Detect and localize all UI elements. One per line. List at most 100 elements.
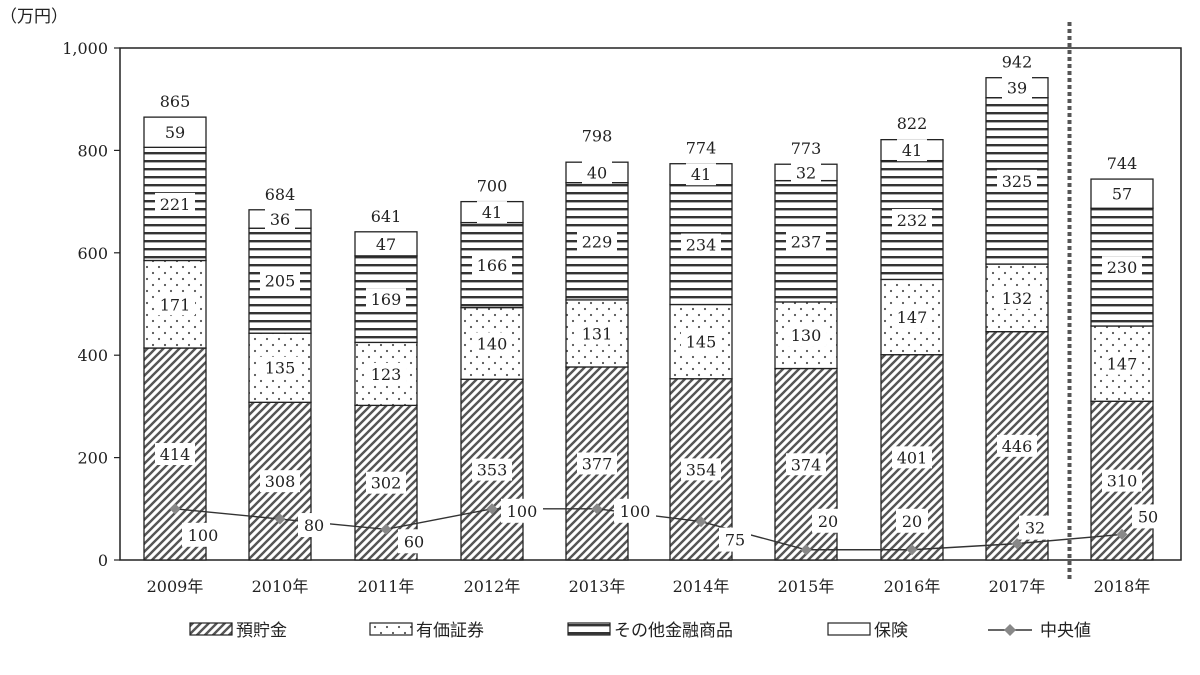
data-label: 145: [686, 333, 717, 352]
data-label: 32: [796, 163, 816, 182]
data-label: 169: [371, 290, 402, 309]
data-label-background: [1102, 352, 1142, 375]
data-label-background: [791, 161, 821, 184]
total-label: 865: [160, 92, 191, 111]
median-label: 80: [304, 516, 324, 535]
data-label-background: [155, 293, 195, 316]
data-label: 123: [371, 365, 402, 384]
median-label: 20: [902, 512, 922, 531]
data-label: 237: [791, 232, 822, 251]
x-tick-label: 2012年: [464, 577, 521, 596]
data-label: 130: [791, 326, 822, 345]
legend-label: 預貯金: [236, 621, 287, 641]
data-label: 401: [897, 448, 928, 467]
legend-label: 保険: [874, 621, 908, 641]
bars-group: 4141712215986530813520536684302123169476…: [143, 53, 1154, 561]
data-label-background: [1107, 182, 1137, 205]
median-label-background: [1132, 504, 1164, 529]
y-tick-label: 400: [77, 346, 108, 365]
data-label-background: [472, 254, 512, 277]
median-label: 32: [1025, 519, 1045, 538]
legend-label: 中央値: [1040, 621, 1091, 641]
data-label: 221: [160, 195, 191, 214]
median-label: 20: [818, 512, 838, 531]
median-point: [800, 544, 812, 556]
x-tick-label: 2011年: [358, 577, 415, 596]
median-label-background: [896, 508, 928, 533]
data-label-background: [892, 446, 932, 469]
data-label-background: [681, 233, 721, 256]
median-point: [380, 523, 392, 535]
x-tick-label: 2018年: [1094, 577, 1151, 596]
data-label-background: [997, 169, 1037, 192]
median-label-background: [298, 513, 330, 538]
data-label-background: [1102, 256, 1142, 279]
data-label: 310: [1107, 472, 1138, 491]
x-tick-label: 2016年: [884, 577, 941, 596]
data-label-background: [260, 470, 300, 493]
legend-swatch: [827, 622, 871, 636]
data-label: 40: [587, 163, 607, 182]
bar-segment: [354, 255, 418, 344]
data-label-background: [155, 443, 195, 466]
data-label-background: [892, 306, 932, 329]
median-point: [169, 503, 181, 515]
legend-swatch: [369, 622, 413, 636]
data-label-background: [155, 192, 195, 215]
x-tick-label: 2013年: [569, 577, 626, 596]
median-label-background: [398, 529, 430, 554]
x-tick-label: 2009年: [147, 577, 204, 596]
data-label: 41: [691, 165, 711, 184]
data-label: 377: [582, 454, 613, 473]
median-label-background: [182, 522, 224, 547]
data-label-background: [577, 452, 617, 475]
data-label: 36: [270, 210, 290, 229]
median-label-background: [719, 527, 751, 552]
data-label-background: [577, 322, 617, 345]
legend: 預貯金有価証券その他金融商品保険中央値: [189, 621, 1091, 641]
data-label-background: [686, 163, 716, 186]
data-label: 230: [1107, 258, 1138, 277]
data-label: 446: [1002, 437, 1033, 456]
legend-swatch: [189, 622, 233, 636]
data-label: 171: [160, 295, 191, 314]
median-label: 100: [620, 502, 651, 521]
legend-diamond-marker: [1004, 624, 1016, 636]
data-label: 132: [1002, 289, 1033, 308]
median-point: [274, 513, 286, 525]
data-label-background: [577, 230, 617, 253]
data-label-background: [892, 209, 932, 232]
data-label: 47: [376, 235, 396, 254]
data-label: 205: [265, 272, 296, 291]
data-label-background: [786, 453, 826, 476]
legend-label: 有価証券: [416, 621, 484, 641]
total-label: 684: [265, 185, 296, 204]
data-label-background: [897, 139, 927, 162]
median-label: 100: [188, 526, 219, 545]
plot-frame: [119, 47, 1182, 561]
data-label-background: [366, 288, 406, 311]
data-label-background: [1002, 76, 1032, 99]
median-point: [591, 503, 603, 515]
total-label: 700: [477, 177, 508, 196]
data-label: 414: [160, 445, 191, 464]
data-label-background: [997, 286, 1037, 309]
data-label-background: [472, 458, 512, 481]
data-label: 57: [1112, 185, 1132, 204]
total-label: 744: [1107, 154, 1138, 173]
data-label: 135: [265, 359, 296, 378]
median-point: [1116, 528, 1128, 540]
median-label: 50: [1138, 507, 1158, 526]
data-label: 166: [477, 256, 508, 275]
data-label-background: [997, 434, 1037, 457]
